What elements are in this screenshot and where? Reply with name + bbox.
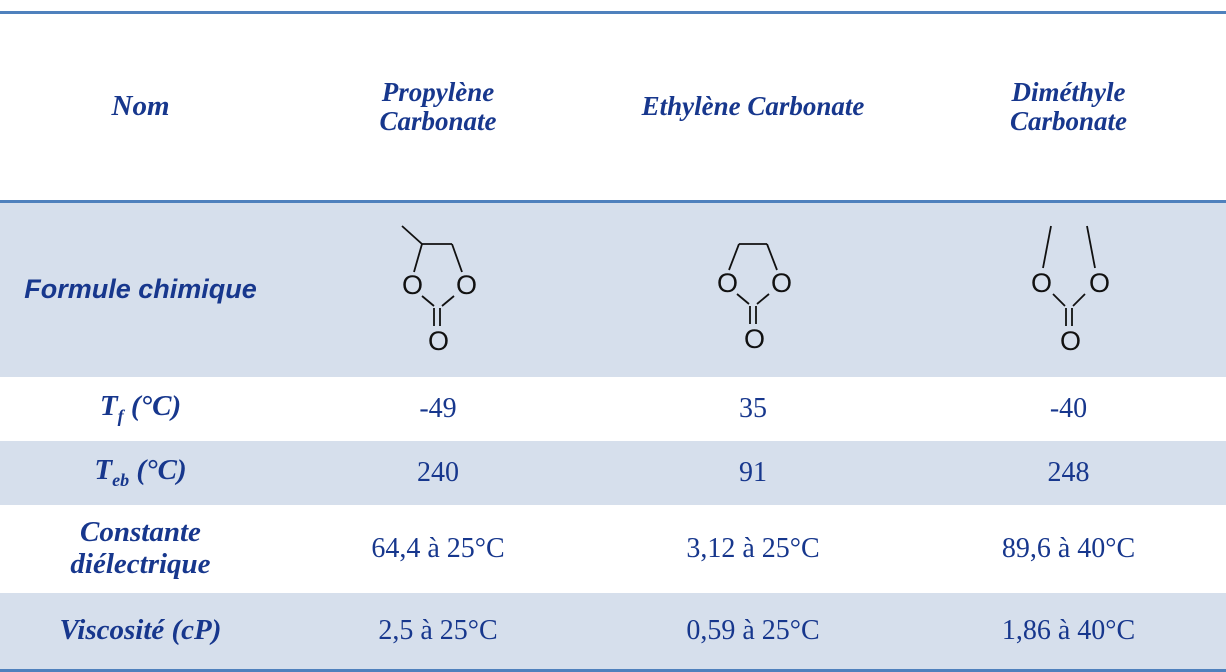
melting-point-value: -40 [1049,393,1088,424]
atom-o-left: O [402,270,423,300]
atom-o-left: O [717,268,738,298]
boiling-point-row: Teb (°C) 240 91 248 [0,441,1226,505]
boiling-point-unit: (°C) [129,454,187,487]
boiling-point-label: Teb (°C) [94,454,187,491]
dielectric-label: Constante diélectrique [70,516,211,581]
melting-point-label-cell: Tf (°C) [0,377,281,441]
boiling-point-value: 248 [1047,457,1090,488]
melting-point-subscript: f [117,406,124,426]
melting-point-label: Tf (°C) [99,390,182,427]
ethylene-carbonate-structure: O O O [717,243,792,354]
dielectric-label-line1: Constante [80,516,201,549]
viscosity-row: Viscosité (cP) 2,5 à 25°C 0,59 à 25°C 1,… [0,593,1226,672]
bond-ring-right [451,243,463,273]
melting-point-value: 35 [739,393,767,424]
bond-o-left-c [1051,293,1066,307]
dielectric-label-cell: Constante diélectrique [0,505,281,593]
bond-ring-left [728,243,740,271]
melting-point-row: Tf (°C) -49 35 -40 [0,377,1226,441]
dielectric-ethylene: 3,12 à 25°C [595,505,911,593]
header-cell-name: Nom [0,11,281,203]
bond-o-right-c [756,293,770,305]
atom-o-right: O [1089,268,1110,298]
atom-o-carbonyl: O [744,324,765,354]
bond-o-right-c [441,295,455,307]
viscosity-value: 1,86 à 40°C [1001,615,1136,646]
bond-o-left-c [736,293,750,305]
atom-o-right: O [771,268,792,298]
viscosity-ethylene: 0,59 à 25°C [595,593,911,672]
boiling-point-value: 240 [417,457,459,488]
bond-methyl-right [1085,225,1096,269]
header-cell-propylene: Propylène Carbonate [281,11,595,203]
atom-o-right: O [456,270,477,300]
bond-methyl-left [1041,225,1052,269]
viscosity-dimethyl: 1,86 à 40°C [911,593,1226,672]
header-propylene-carbonate: Propylène Carbonate [379,76,497,136]
dielectric-row: Constante diélectrique 64,4 à 25°C 3,12 … [0,505,1226,593]
solvent-properties-table: Nom Propylène Carbonate Ethylène Carbona… [0,11,1226,672]
atom-o-left: O [1031,268,1052,298]
bond-ring-left [413,243,423,273]
header-dimethyl-line2: Carbonate [1009,106,1128,136]
melting-point-dimethyl: -40 [911,377,1226,441]
melting-point-propylene: -49 [281,377,595,441]
header-dimethyl-carbonate: Diméthyle Carbonate [1009,76,1128,136]
melting-point-value: -49 [419,393,457,424]
boiling-point-ethylene: 91 [595,441,911,505]
bond-ring-right [766,243,778,271]
header-dimethyl-line1: Diméthyle [1011,76,1126,107]
viscosity-value: 2,5 à 25°C [378,615,498,646]
dielectric-value: 64,4 à 25°C [371,533,505,564]
boiling-point-symbol: T [94,454,113,487]
header-ethylene-carbonate: Ethylène Carbonate [641,91,865,122]
formula-row: Formule chimique O O O [0,201,1226,377]
bond-o-right-c [1071,293,1086,307]
dielectric-label-line2: diélectrique [70,548,211,580]
formula-cell-dimethyl: O O O [911,201,1226,377]
boiling-point-propylene: 240 [281,441,595,505]
dimethyl-carbonate-structure: O O O [1031,225,1110,356]
boiling-point-subscript: eb [112,470,130,490]
header-propylene-line1: Propylène [381,76,495,107]
propylene-carbonate-structure: O O O [401,225,477,356]
melting-point-unit: (°C) [123,390,182,423]
header-cell-ethylene: Ethylène Carbonate [595,11,911,203]
header-cell-dimethyl: Diméthyle Carbonate [911,11,1226,203]
boiling-point-dimethyl: 248 [911,441,1226,505]
viscosity-propylene: 2,5 à 25°C [281,593,595,672]
viscosity-value: 0,59 à 25°C [686,615,820,646]
formula-label-cell: Formule chimique [0,201,281,377]
dielectric-value: 89,6 à 40°C [1001,533,1136,564]
header-row: Nom Propylène Carbonate Ethylène Carbona… [0,11,1226,203]
atom-o-carbonyl: O [428,326,449,356]
viscosity-label-cell: Viscosité (cP) [0,593,281,672]
formula-cell-ethylene: O O O [595,201,911,377]
header-name-label: Nom [111,90,170,123]
formula-cell-propylene: O O O [281,201,595,377]
dielectric-propylene: 64,4 à 25°C [281,505,595,593]
dielectric-value: 3,12 à 25°C [686,533,820,564]
header-propylene-line2: Carbonate [379,106,497,136]
bond-o-left-c [421,295,435,307]
formula-label: Formule chimique [24,274,257,305]
viscosity-label: Viscosité (cP) [59,614,222,647]
boiling-point-label-cell: Teb (°C) [0,441,281,505]
atom-o-carbonyl: O [1060,326,1081,356]
boiling-point-value: 91 [739,457,767,488]
melting-point-ethylene: 35 [595,377,911,441]
dielectric-dimethyl: 89,6 à 40°C [911,505,1226,593]
bond-methyl [401,225,423,245]
melting-point-symbol: T [99,390,118,423]
